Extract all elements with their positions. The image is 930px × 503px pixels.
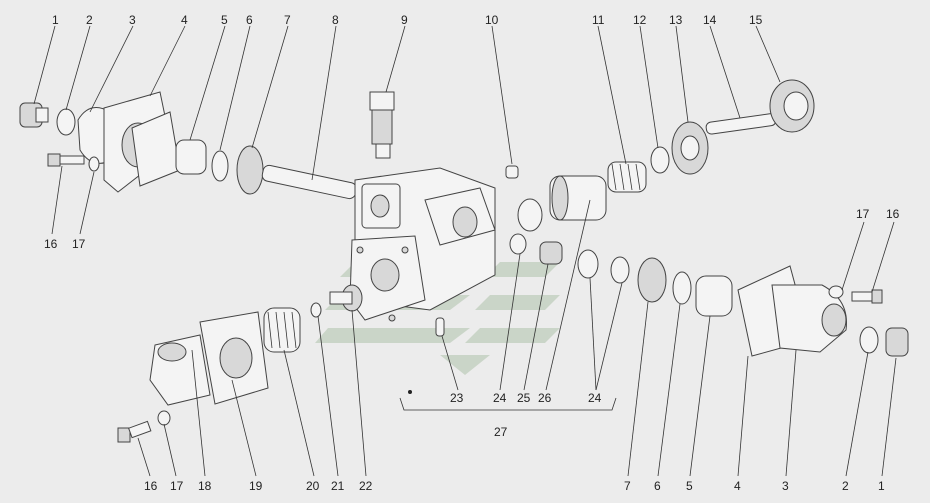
ring-24c xyxy=(610,256,630,284)
stem-14 xyxy=(705,113,777,135)
washer-17-right xyxy=(828,285,844,299)
washer-21 xyxy=(310,302,322,318)
cap-15 xyxy=(769,79,815,133)
disk-7-bottom xyxy=(637,257,667,303)
spring-11 xyxy=(607,161,647,193)
callouts-left: 16 17 xyxy=(44,237,86,251)
assembly-label: 27 xyxy=(494,425,508,439)
callouts-bottom: 16 17 18 19 20 21 22 23 24 25 26 24 7 6 … xyxy=(144,391,885,493)
callout-bottom-18: 18 xyxy=(198,479,212,493)
sleeve-26 xyxy=(549,175,607,221)
elbow-cover-18 xyxy=(149,334,211,406)
callout-top-11: 11 xyxy=(592,13,605,27)
callout-top-15: 15 xyxy=(749,13,763,27)
seat-13 xyxy=(671,121,709,175)
ring-12 xyxy=(650,146,670,174)
gasket-19 xyxy=(199,311,269,405)
ring-25 xyxy=(509,233,527,255)
spool-8 xyxy=(261,164,357,200)
callout-bottom-26: 26 xyxy=(538,391,552,405)
callout-bottom-25: 25 xyxy=(517,391,531,405)
ring-6 xyxy=(211,150,229,182)
callout-left-17: 17 xyxy=(72,237,86,251)
callout-top-2: 2 xyxy=(86,13,93,27)
callout-top-12: 12 xyxy=(633,13,647,27)
callout-top-14: 14 xyxy=(703,13,717,27)
washer-17-top xyxy=(88,156,100,172)
sleeve-5-bottom xyxy=(695,275,733,317)
callout-bottom-21: 21 xyxy=(331,479,345,493)
cover-3-bottom xyxy=(771,284,847,353)
valve-22 xyxy=(329,284,363,312)
callout-bottom-24b: 24 xyxy=(588,391,602,405)
washer-top-left xyxy=(56,108,76,136)
plug-24a xyxy=(539,241,563,265)
bolt-16-right xyxy=(851,289,883,304)
ring-6-bottom xyxy=(672,271,692,305)
callouts-top: 1 2 3 4 5 6 7 8 9 10 11 12 13 14 15 xyxy=(52,13,763,27)
plug-1-bottom xyxy=(885,327,909,357)
callout-top-3: 3 xyxy=(129,13,136,27)
bolt-16-bottom xyxy=(117,420,152,443)
valve-body xyxy=(349,167,496,322)
leader-lines xyxy=(33,25,897,477)
callout-bottom-7: 7 xyxy=(624,479,631,493)
callout-bottom-23: 23 xyxy=(450,391,464,405)
washer-2-bottom xyxy=(859,326,879,354)
callout-bottom-4: 4 xyxy=(734,479,741,493)
callout-top-8: 8 xyxy=(332,13,339,27)
ring-26a xyxy=(517,198,543,232)
callout-top-9: 9 xyxy=(401,13,408,27)
callout-top-5: 5 xyxy=(221,13,228,27)
pin-10 xyxy=(505,165,519,179)
callout-top-10: 10 xyxy=(485,13,499,27)
callout-bottom-5: 5 xyxy=(686,479,693,493)
callout-top-6: 6 xyxy=(246,13,253,27)
washer-17-bottom xyxy=(157,410,171,426)
callout-top-4: 4 xyxy=(181,13,188,27)
spring-20 xyxy=(263,307,301,353)
plug-top-left xyxy=(19,102,49,128)
disk-7-top xyxy=(236,145,264,195)
callout-top-13: 13 xyxy=(669,13,683,27)
callout-bottom-17: 17 xyxy=(170,479,184,493)
bolt-16-top xyxy=(47,153,85,167)
callout-bottom-22: 22 xyxy=(359,479,373,493)
callout-bottom-20: 20 xyxy=(306,479,320,493)
fitting-9 xyxy=(369,91,395,159)
callouts-right: 17 16 xyxy=(856,207,900,221)
callout-bottom-1: 1 xyxy=(878,479,885,493)
callout-left-16: 16 xyxy=(44,237,58,251)
callout-bottom-24a: 24 xyxy=(493,391,507,405)
callout-top-7: 7 xyxy=(284,13,291,27)
callout-bottom-19: 19 xyxy=(249,479,263,493)
pin-23 xyxy=(435,317,445,337)
callout-bottom-6: 6 xyxy=(654,479,661,493)
callout-right-17: 17 xyxy=(856,207,870,221)
callout-bottom-3: 3 xyxy=(782,479,789,493)
ring-24b xyxy=(577,249,599,279)
callout-bottom-2: 2 xyxy=(842,479,849,493)
callout-right-16: 16 xyxy=(886,207,900,221)
sleeve-5 xyxy=(175,139,207,175)
callout-bottom-16: 16 xyxy=(144,479,158,493)
callout-top-1: 1 xyxy=(52,13,59,27)
